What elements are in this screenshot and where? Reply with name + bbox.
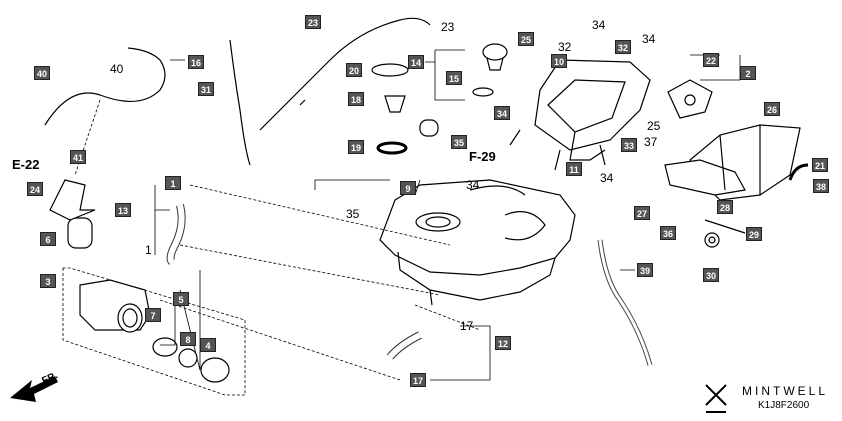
callout-18: 18 <box>348 92 364 106</box>
callout-14: 14 <box>408 55 424 69</box>
callout-8: 8 <box>180 332 196 346</box>
label-1: 1 <box>145 243 152 257</box>
callout-40: 40 <box>34 66 50 80</box>
label-37: 37 <box>644 135 658 149</box>
drain-hose-inner <box>598 239 652 366</box>
label-34-mid: 34 <box>600 171 614 185</box>
callout-26: 26 <box>764 102 780 116</box>
grommet-6 <box>67 217 93 249</box>
label-34-low: 34 <box>466 178 480 192</box>
callout-36: 36 <box>660 226 676 240</box>
callout-32: 32 <box>615 40 631 54</box>
callout-35: 35 <box>451 135 467 149</box>
brand-logo-icon <box>705 384 727 413</box>
cap-4 <box>200 357 230 383</box>
callout-6: 6 <box>40 232 56 246</box>
fuel-pump <box>371 63 439 155</box>
breather-tube <box>44 47 166 126</box>
callout-17: 17 <box>410 373 426 387</box>
brand-name: MINTWELL <box>742 384 829 398</box>
rod-29 <box>704 219 746 234</box>
callout-3: 3 <box>40 274 56 288</box>
callout-9: 9 <box>400 181 416 195</box>
callout-1: 1 <box>165 176 181 190</box>
label-23: 23 <box>441 20 455 34</box>
fuel-hose-lower <box>386 331 422 360</box>
callout-4: 4 <box>200 338 216 352</box>
label-34-top: 34 <box>592 18 606 32</box>
fuel-cap <box>472 43 508 97</box>
callout-29: 29 <box>746 227 762 241</box>
callout-13: 13 <box>115 203 131 217</box>
callout-30: 30 <box>703 268 719 282</box>
ref-f29: F-29 <box>469 149 496 164</box>
seat-bracket-frame <box>509 59 651 171</box>
label-35: 35 <box>346 207 360 221</box>
callout-25: 25 <box>518 32 534 46</box>
front-arrow-icon <box>10 376 58 402</box>
bracket-24 <box>49 179 96 221</box>
label-25: 25 <box>647 119 661 133</box>
callout-21: 21 <box>812 158 828 172</box>
seat-latch <box>667 79 713 119</box>
callout-41: 41 <box>70 150 86 164</box>
filler-neck <box>79 279 151 333</box>
label-17: 17 <box>460 319 474 333</box>
callout-19: 19 <box>348 140 364 154</box>
diagram-code: K1J8F2600 <box>758 400 810 411</box>
callout-22: 22 <box>703 53 719 67</box>
callout-31: 31 <box>198 82 214 96</box>
fuel-hose-upper <box>166 204 186 265</box>
spring-30 <box>704 232 720 248</box>
callout-2: 2 <box>740 66 756 80</box>
joint-7 <box>152 337 178 357</box>
callout-15: 15 <box>446 71 462 85</box>
callout-10: 10 <box>551 54 567 68</box>
callout-5: 5 <box>173 292 189 306</box>
vent-hose <box>229 17 431 166</box>
callout-27: 27 <box>634 206 650 220</box>
label-32: 32 <box>558 40 572 54</box>
cable-21 <box>788 163 809 181</box>
callout-28: 28 <box>717 200 733 214</box>
label-40: 40 <box>110 62 124 76</box>
callout-39: 39 <box>637 263 653 277</box>
fuel-tank <box>379 179 576 306</box>
label-34-right: 34 <box>642 32 656 46</box>
callout-12: 12 <box>495 336 511 350</box>
callout-38: 38 <box>813 179 829 193</box>
callout-33: 33 <box>621 138 637 152</box>
callout-34: 34 <box>494 106 510 120</box>
ref-e22: E-22 <box>12 157 40 172</box>
luggage-box <box>664 124 801 201</box>
callout-7: 7 <box>145 308 161 322</box>
callout-20: 20 <box>346 63 362 77</box>
o-ring-8 <box>178 348 198 368</box>
callout-16: 16 <box>188 55 204 69</box>
callout-23: 23 <box>305 15 321 29</box>
callout-24: 24 <box>27 182 43 196</box>
callout-11: 11 <box>566 162 582 176</box>
